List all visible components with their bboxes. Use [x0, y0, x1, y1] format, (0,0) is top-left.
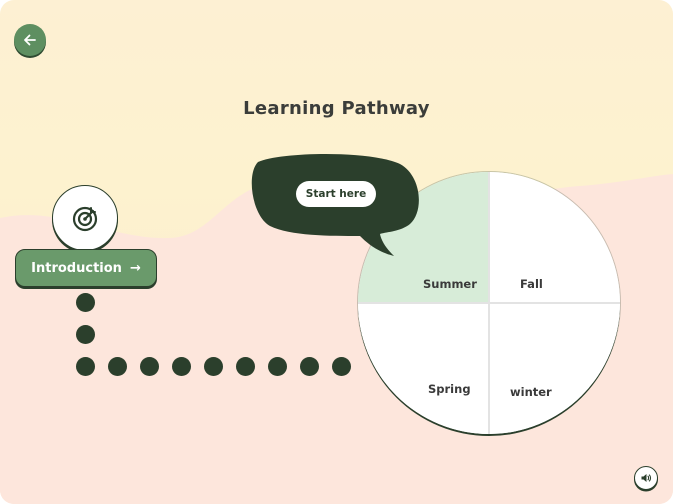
introduction-label: Introduction [31, 260, 122, 276]
arrow-left-icon [24, 34, 36, 46]
path-dot [300, 357, 319, 376]
segment-label: Spring [428, 382, 471, 396]
page-title: Learning Pathway [243, 98, 430, 119]
segment-label: Summer [423, 277, 477, 291]
back-button[interactable] [14, 24, 46, 56]
path-dot [204, 357, 223, 376]
introduction-button[interactable]: Introduction → [15, 249, 157, 287]
path-dot [172, 357, 191, 376]
speaker-icon [641, 474, 652, 482]
sound-button[interactable] [634, 466, 658, 490]
path-dot [140, 357, 159, 376]
path-dot [268, 357, 287, 376]
arrow-right-icon: → [129, 260, 141, 276]
segment-label: Fall [520, 277, 543, 291]
path-dot [76, 293, 95, 312]
divider [358, 302, 620, 304]
introduction-node[interactable] [52, 185, 118, 251]
segment-spring[interactable]: Spring [358, 304, 488, 434]
path-dot [236, 357, 255, 376]
path-dot [332, 357, 351, 376]
path-dot [76, 325, 95, 344]
segment-label: winter [510, 385, 552, 399]
segment-winter[interactable]: winter [490, 304, 620, 434]
segment-fall[interactable]: Fall [490, 172, 620, 302]
path-dot [76, 357, 95, 376]
start-here-button[interactable]: Start here [296, 181, 376, 207]
target-icon [72, 206, 98, 232]
path-dot [108, 357, 127, 376]
